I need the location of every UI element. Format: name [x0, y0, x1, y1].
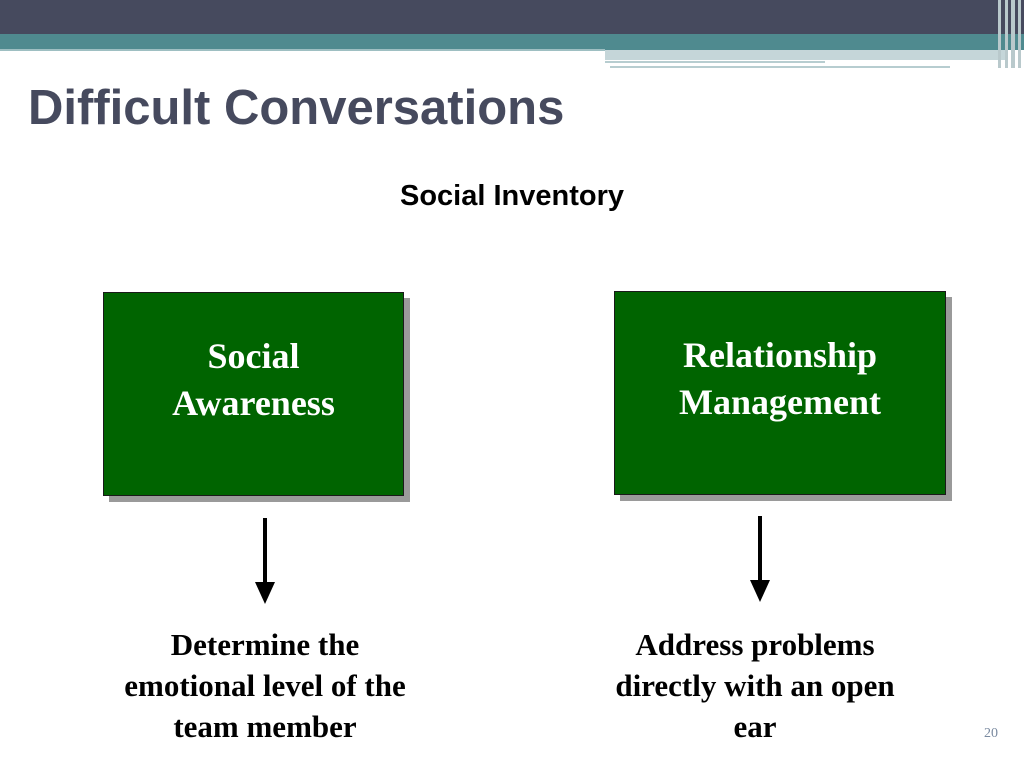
header-band-dark [0, 0, 1024, 34]
header-band-light [605, 50, 1005, 60]
slide-subtitle: Social Inventory [399, 180, 624, 212]
relationship-management-box: Relationship Management [614, 291, 946, 495]
box-label: Social Awareness [172, 336, 335, 423]
header-band-teal [0, 34, 1024, 50]
header-rule [605, 61, 825, 63]
social-awareness-box: Social Awareness [103, 292, 404, 496]
down-arrow-icon [255, 518, 275, 604]
header-rule [0, 49, 605, 51]
down-arrow-icon [750, 516, 770, 602]
relationship-management-caption: Address problems directly with an open e… [615, 627, 895, 744]
header-rule [610, 66, 950, 68]
slide-title: Difficult Conversations [28, 81, 565, 135]
box-label: Relationship Management [679, 335, 881, 422]
header-vertical-bars [998, 0, 1024, 68]
social-awareness-caption: Determine the emotional level of the tea… [124, 627, 406, 744]
page-number: 20 [984, 726, 998, 741]
